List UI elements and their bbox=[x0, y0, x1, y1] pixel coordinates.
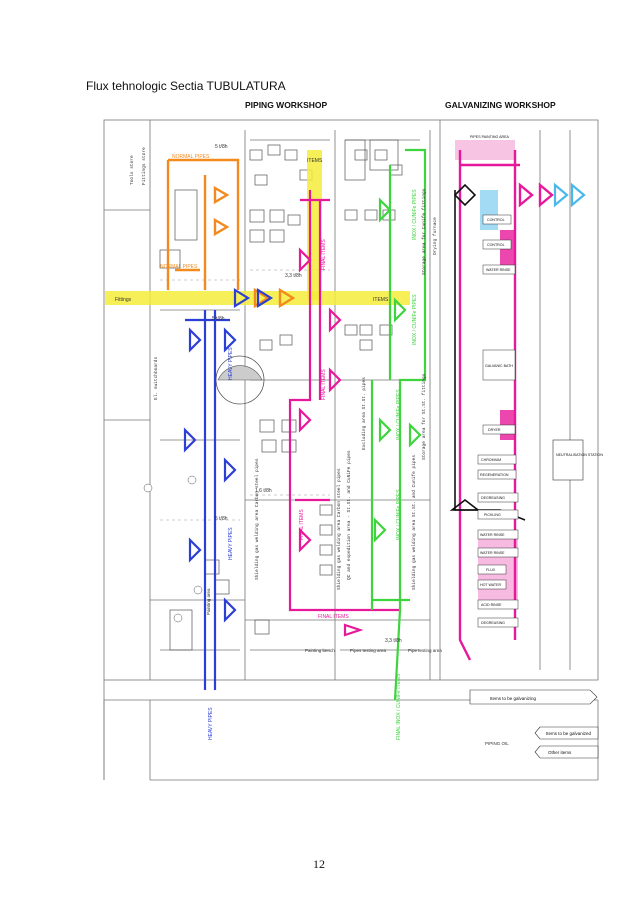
station-water-rinse-3: WATER RINSE bbox=[480, 551, 505, 555]
pipes-testing-area-label: Pipes testing area bbox=[350, 648, 387, 653]
final-items-label-3: FINAL ITEMS bbox=[299, 509, 305, 540]
fittings-label: Fittings bbox=[115, 297, 132, 303]
neutralisation-box bbox=[552, 439, 584, 481]
storage-area-2-label: Storage area for St.St. fittings bbox=[421, 373, 427, 460]
excluding-area-label: Excluding area St.St. pipes bbox=[361, 377, 367, 450]
heavy-pipes-label-3: HEAVY PIPES bbox=[208, 707, 214, 740]
crane-lines bbox=[160, 269, 425, 621]
station-pickling: PICKLING bbox=[484, 513, 501, 517]
heavy-pipes-label-2: HEAVY PIPES bbox=[228, 527, 234, 560]
bottom-labels: Painting bench Pipes testing area Pipe t… bbox=[206, 588, 442, 653]
station-chromium: CHROMIUM bbox=[481, 458, 501, 462]
piping-workshop-title: PIPING WORKSHOP bbox=[245, 100, 328, 110]
station-acid-rinse: ACID RINSE bbox=[481, 603, 502, 607]
items-galvanized-label: Items to be galvanized bbox=[546, 731, 592, 736]
items-to-galvanize-label: Items to be galvanizing bbox=[490, 696, 537, 701]
station-galvanic-bath: GALVANIC BATH bbox=[485, 364, 513, 368]
inox-cunife-flow-green: INOX / CUNIFe PIPES INOX / CUNIFe PIPES … bbox=[370, 148, 427, 740]
station-control-2: CONTROL bbox=[487, 243, 505, 247]
painting-bench-label: Painting bench bbox=[305, 648, 335, 653]
capacity-2: 3,3 t/8h bbox=[285, 273, 302, 279]
galvanizing-stations: CONTROL CONTROL WATER RINSE GALVANIC BAT… bbox=[477, 214, 519, 628]
normal-pipes-flow-orange: NORMAL PIPES NORMAL PIPES bbox=[160, 154, 296, 309]
normal-pipes-label: NORMAL PIPES bbox=[172, 154, 210, 160]
capacity-6: 3,3 t/8h bbox=[385, 638, 402, 644]
storage-area-label: Storage area for Cunife fittings bbox=[421, 188, 427, 275]
station-control: CONTROL bbox=[487, 218, 505, 222]
heavy-pipes-label: HEAVY PIPES bbox=[228, 347, 234, 380]
items-label: ITEMS bbox=[373, 297, 389, 303]
station-dryer: DRYER bbox=[488, 428, 501, 432]
normal-pipes-label-2: NORMAL PIPES bbox=[160, 264, 198, 270]
painting-area-label: Painting area bbox=[206, 588, 211, 615]
pipes-painting-area-label: PIPES PAINTING AREA bbox=[470, 135, 509, 139]
hatched-area bbox=[217, 365, 263, 381]
final-items-label-2: FINAL ITEMS bbox=[321, 369, 327, 400]
el-switchboards-label: El. switchboards bbox=[153, 356, 159, 400]
pipe-testing-area-label: Pipe testing area bbox=[408, 648, 442, 653]
capacity-4: 1,6 t/8h bbox=[255, 488, 272, 494]
inox-label-2: INOX / CUNIFe PIPES bbox=[412, 294, 418, 345]
other-items-arrow: Other items bbox=[534, 745, 599, 759]
page-number: 12 bbox=[313, 857, 325, 871]
other-items-label: Other items bbox=[548, 750, 572, 755]
station-water-rinse: WATER RINSE bbox=[486, 268, 511, 272]
machine-number-markers bbox=[143, 475, 203, 623]
inox-label-4: INOX / CUNIFe PIPES bbox=[396, 489, 402, 540]
final-items-bottom-label: FINAL ITEMS bbox=[318, 614, 349, 620]
heavy-pipes-flow-blue: HEAVY PIPES HEAVY PIPES HEAVY PIPES bbox=[183, 288, 274, 740]
items-flow-yellow: ITEMS ITEMS Fittings bbox=[105, 150, 410, 305]
shielding-area-2-label: Shielding gas welding area Carbon steel … bbox=[336, 468, 342, 590]
galvanize-arrow: Items to be galvanizing bbox=[469, 689, 598, 705]
galvanizing-workshop-title: GALVANIZING WORKSHOP bbox=[445, 100, 556, 110]
station-flux: FLUX bbox=[486, 568, 496, 572]
items-label-2: ITEMS bbox=[307, 158, 323, 164]
station-water-rinse-2: WATER RINSE bbox=[480, 533, 505, 537]
capacity-labels: 5 t/8h 3,3 t/8h 5 t/8h 1,6 t/8h 5 t/8h 3… bbox=[212, 144, 402, 644]
capacity-5: 5 t/8h bbox=[215, 516, 228, 522]
station-regeneration: REGENERATION bbox=[480, 473, 509, 477]
area-labels: Tools store Fittings store El. switchboa… bbox=[129, 147, 438, 590]
shielding-area-3-label: Shielding gas welding area St.St. and Cu… bbox=[411, 455, 417, 590]
shielding-area-1-label: Shielding gas welding area Carbon steel … bbox=[254, 458, 260, 580]
station-degreasing-2: DEGREASING bbox=[481, 621, 505, 625]
piping-oil-label: PIPING OIL bbox=[485, 741, 509, 746]
station-degreasing: DEGREASING bbox=[481, 496, 505, 500]
fittings-store-label: Fittings store bbox=[141, 147, 147, 185]
page-heading: Flux tehnologic Sectia TUBULATURA bbox=[86, 79, 286, 93]
galvanized-arrow: Items to be galvanized bbox=[534, 726, 599, 740]
neutralisation-label: NEUTRALISATION STATION bbox=[556, 453, 603, 457]
capacity-3: 5 t/8h bbox=[212, 316, 225, 322]
building-outline bbox=[103, 119, 599, 781]
drying-furnace-label: Drying furnace bbox=[432, 217, 438, 255]
tools-store-label: Tools store bbox=[129, 155, 135, 185]
inox-label-1: INOX / CUNIFe PIPES bbox=[412, 189, 418, 240]
station-hot-water: HOT WATER bbox=[480, 583, 501, 587]
final-items-label-1: FINAL ITEMS bbox=[321, 239, 327, 270]
final-inox-label: FINAL INOX / CUNIFe ITEMS bbox=[396, 673, 402, 740]
capacity-1: 5 t/8h bbox=[215, 144, 228, 150]
inox-label-3: INOX / CUNIFe PIPES bbox=[396, 389, 402, 440]
final-items-flow-magenta: FINAL ITEMS FINAL ITEMS FINAL ITEMS FINA… bbox=[288, 190, 400, 637]
qc-area-label: QC and expedition area - St.St. and CuNi… bbox=[346, 450, 352, 580]
